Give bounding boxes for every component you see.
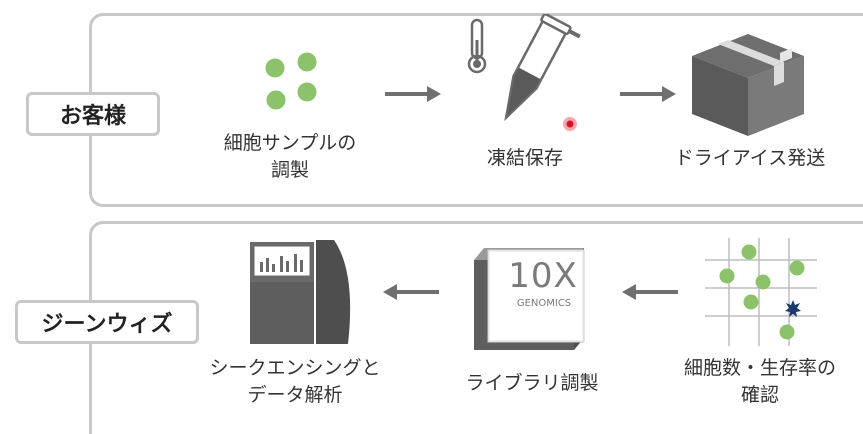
arrow-left-icon [383,284,439,300]
10x-instrument-icon: 10X GENOMICS [458,242,598,352]
cell-count-label: 細胞数・生存率の 確認 [683,357,836,406]
device-brand-genomics: GENOMICS [516,298,572,309]
arrow-right-icon [385,86,441,102]
customer-tag: お客様 [26,92,160,136]
genewiz-tag: ジーンウィズ [15,300,199,344]
arrow-right-icon [620,86,676,102]
sample-prep-label: 細胞サンプルの 調製 [223,132,357,181]
ship-label: ドライアイス発送 [674,147,826,169]
device-brand-10x: 10X [508,256,578,296]
thermometer-tube-icon [462,14,597,134]
cell-grid-icon [705,238,817,346]
library-prep-label: ライブラリ調製 [465,372,599,394]
freeze-label: 凍結保存 [486,147,563,169]
sequencer-icon [244,236,362,348]
cells-icon [258,50,330,122]
sequencing-label: シークエンシングと データ解析 [209,357,381,406]
arrow-left-icon [622,284,678,300]
box-icon [688,30,808,140]
